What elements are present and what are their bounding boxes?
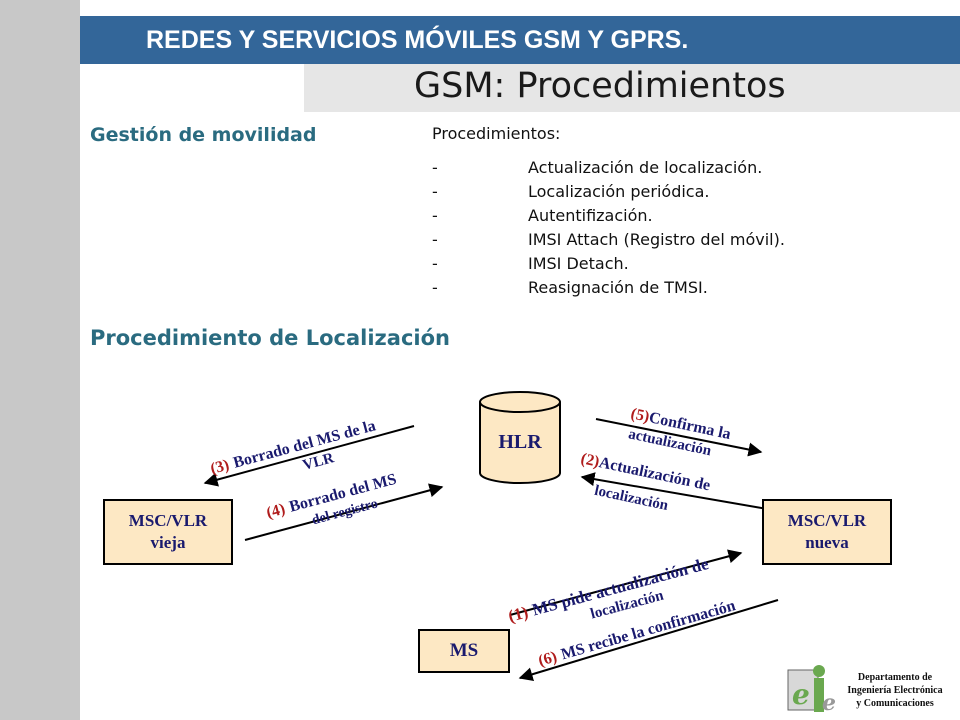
list-item-text: Actualización de localización. <box>528 158 763 177</box>
arrow-step-4 <box>244 483 444 541</box>
arrow-step-5 <box>595 418 763 457</box>
arrow-step-3 <box>203 425 415 487</box>
step-number: (1) <box>506 602 530 625</box>
msc-new-line1: MSC/VLR <box>787 511 867 530</box>
department-logo-icon: e e <box>787 665 836 714</box>
list-item-text: IMSI Attach (Registro del móvil). <box>528 230 785 249</box>
course-title: REDES Y SERVICIOS MÓVILES GSM Y GPRS. <box>146 26 689 54</box>
msc-old-line1: MSC/VLR <box>128 511 208 530</box>
list-dash: - <box>432 206 438 225</box>
step-number: (2) <box>579 450 601 471</box>
arrow-step-2 <box>580 472 774 511</box>
mobility-management-title: Gestión de movilidad <box>90 124 317 146</box>
msc-new-line2: nueva <box>805 533 849 552</box>
step-number: (6) <box>536 648 559 669</box>
procedures-heading: Procedimientos: <box>432 124 561 143</box>
svg-text:e: e <box>792 678 810 711</box>
ms-label: MS <box>449 640 479 661</box>
list-dash: - <box>432 230 438 249</box>
dept-line3: y Comunicaciones <box>856 698 934 709</box>
header-band: REDES Y SERVICIOS MÓVILES GSM Y GPRS. <box>80 16 960 64</box>
left-side-bar <box>0 0 80 720</box>
procedures-list: - Actualización de localización. - Localiz… <box>432 158 932 302</box>
step-5-label: (5)Confirma la actualización <box>627 405 732 459</box>
list-item: - Reasignación de TMSI. <box>432 278 932 302</box>
list-item: - Actualización de localización. <box>432 158 932 182</box>
ms-box: MS <box>418 629 510 673</box>
hlr-database-icon: HLR <box>479 391 561 484</box>
dept-line1: Departamento de <box>857 672 933 683</box>
list-item-text: Reasignación de TMSI. <box>528 278 708 297</box>
list-item-text: IMSI Detach. <box>528 254 629 273</box>
svg-text:(3)Borrado del MS de la: (3)Borrado del MS de la <box>209 417 378 478</box>
step-1-label: (1)MS pide actualización de localización <box>506 554 711 626</box>
msc-old-line2: vieja <box>150 533 186 552</box>
msc-vlr-old-box: MSC/VLR vieja <box>103 499 233 565</box>
arrow-step-6 <box>518 599 779 682</box>
list-dash: - <box>432 158 438 177</box>
slide-title: GSM: Procedimientos <box>414 66 786 106</box>
list-item: - IMSI Attach (Registro del móvil). <box>432 230 932 254</box>
list-item-text: Localización periódica. <box>528 182 710 201</box>
slide-title-band: GSM: Procedimientos <box>304 64 960 112</box>
step-number: (3) <box>209 457 231 478</box>
step-text-line2: localización <box>593 483 670 514</box>
arrow-step-1 <box>509 549 743 616</box>
list-item: - IMSI Detach. <box>432 254 932 278</box>
list-dash: - <box>432 278 438 297</box>
list-item: - Localización periódica. <box>432 182 932 206</box>
step-2-label: (2)Actualización de localización <box>579 450 712 514</box>
step-text-line2: VLR <box>301 450 336 474</box>
svg-text:e: e <box>822 690 836 714</box>
department-name: Departamento de Ingeniería Electrónica y… <box>836 671 954 710</box>
step-number: (4) <box>265 501 287 522</box>
location-procedure-title: Procedimiento de Localización <box>90 326 450 350</box>
hlr-label: HLR <box>498 431 542 453</box>
list-dash: - <box>432 182 438 201</box>
list-item: - Autentifización. <box>432 206 932 230</box>
step-number: (5) <box>629 405 651 426</box>
dept-line2: Ingeniería Electrónica <box>847 685 943 696</box>
list-dash: - <box>432 254 438 273</box>
msc-vlr-new-box: MSC/VLR nueva <box>762 499 892 565</box>
list-item-text: Autentifización. <box>528 206 653 225</box>
